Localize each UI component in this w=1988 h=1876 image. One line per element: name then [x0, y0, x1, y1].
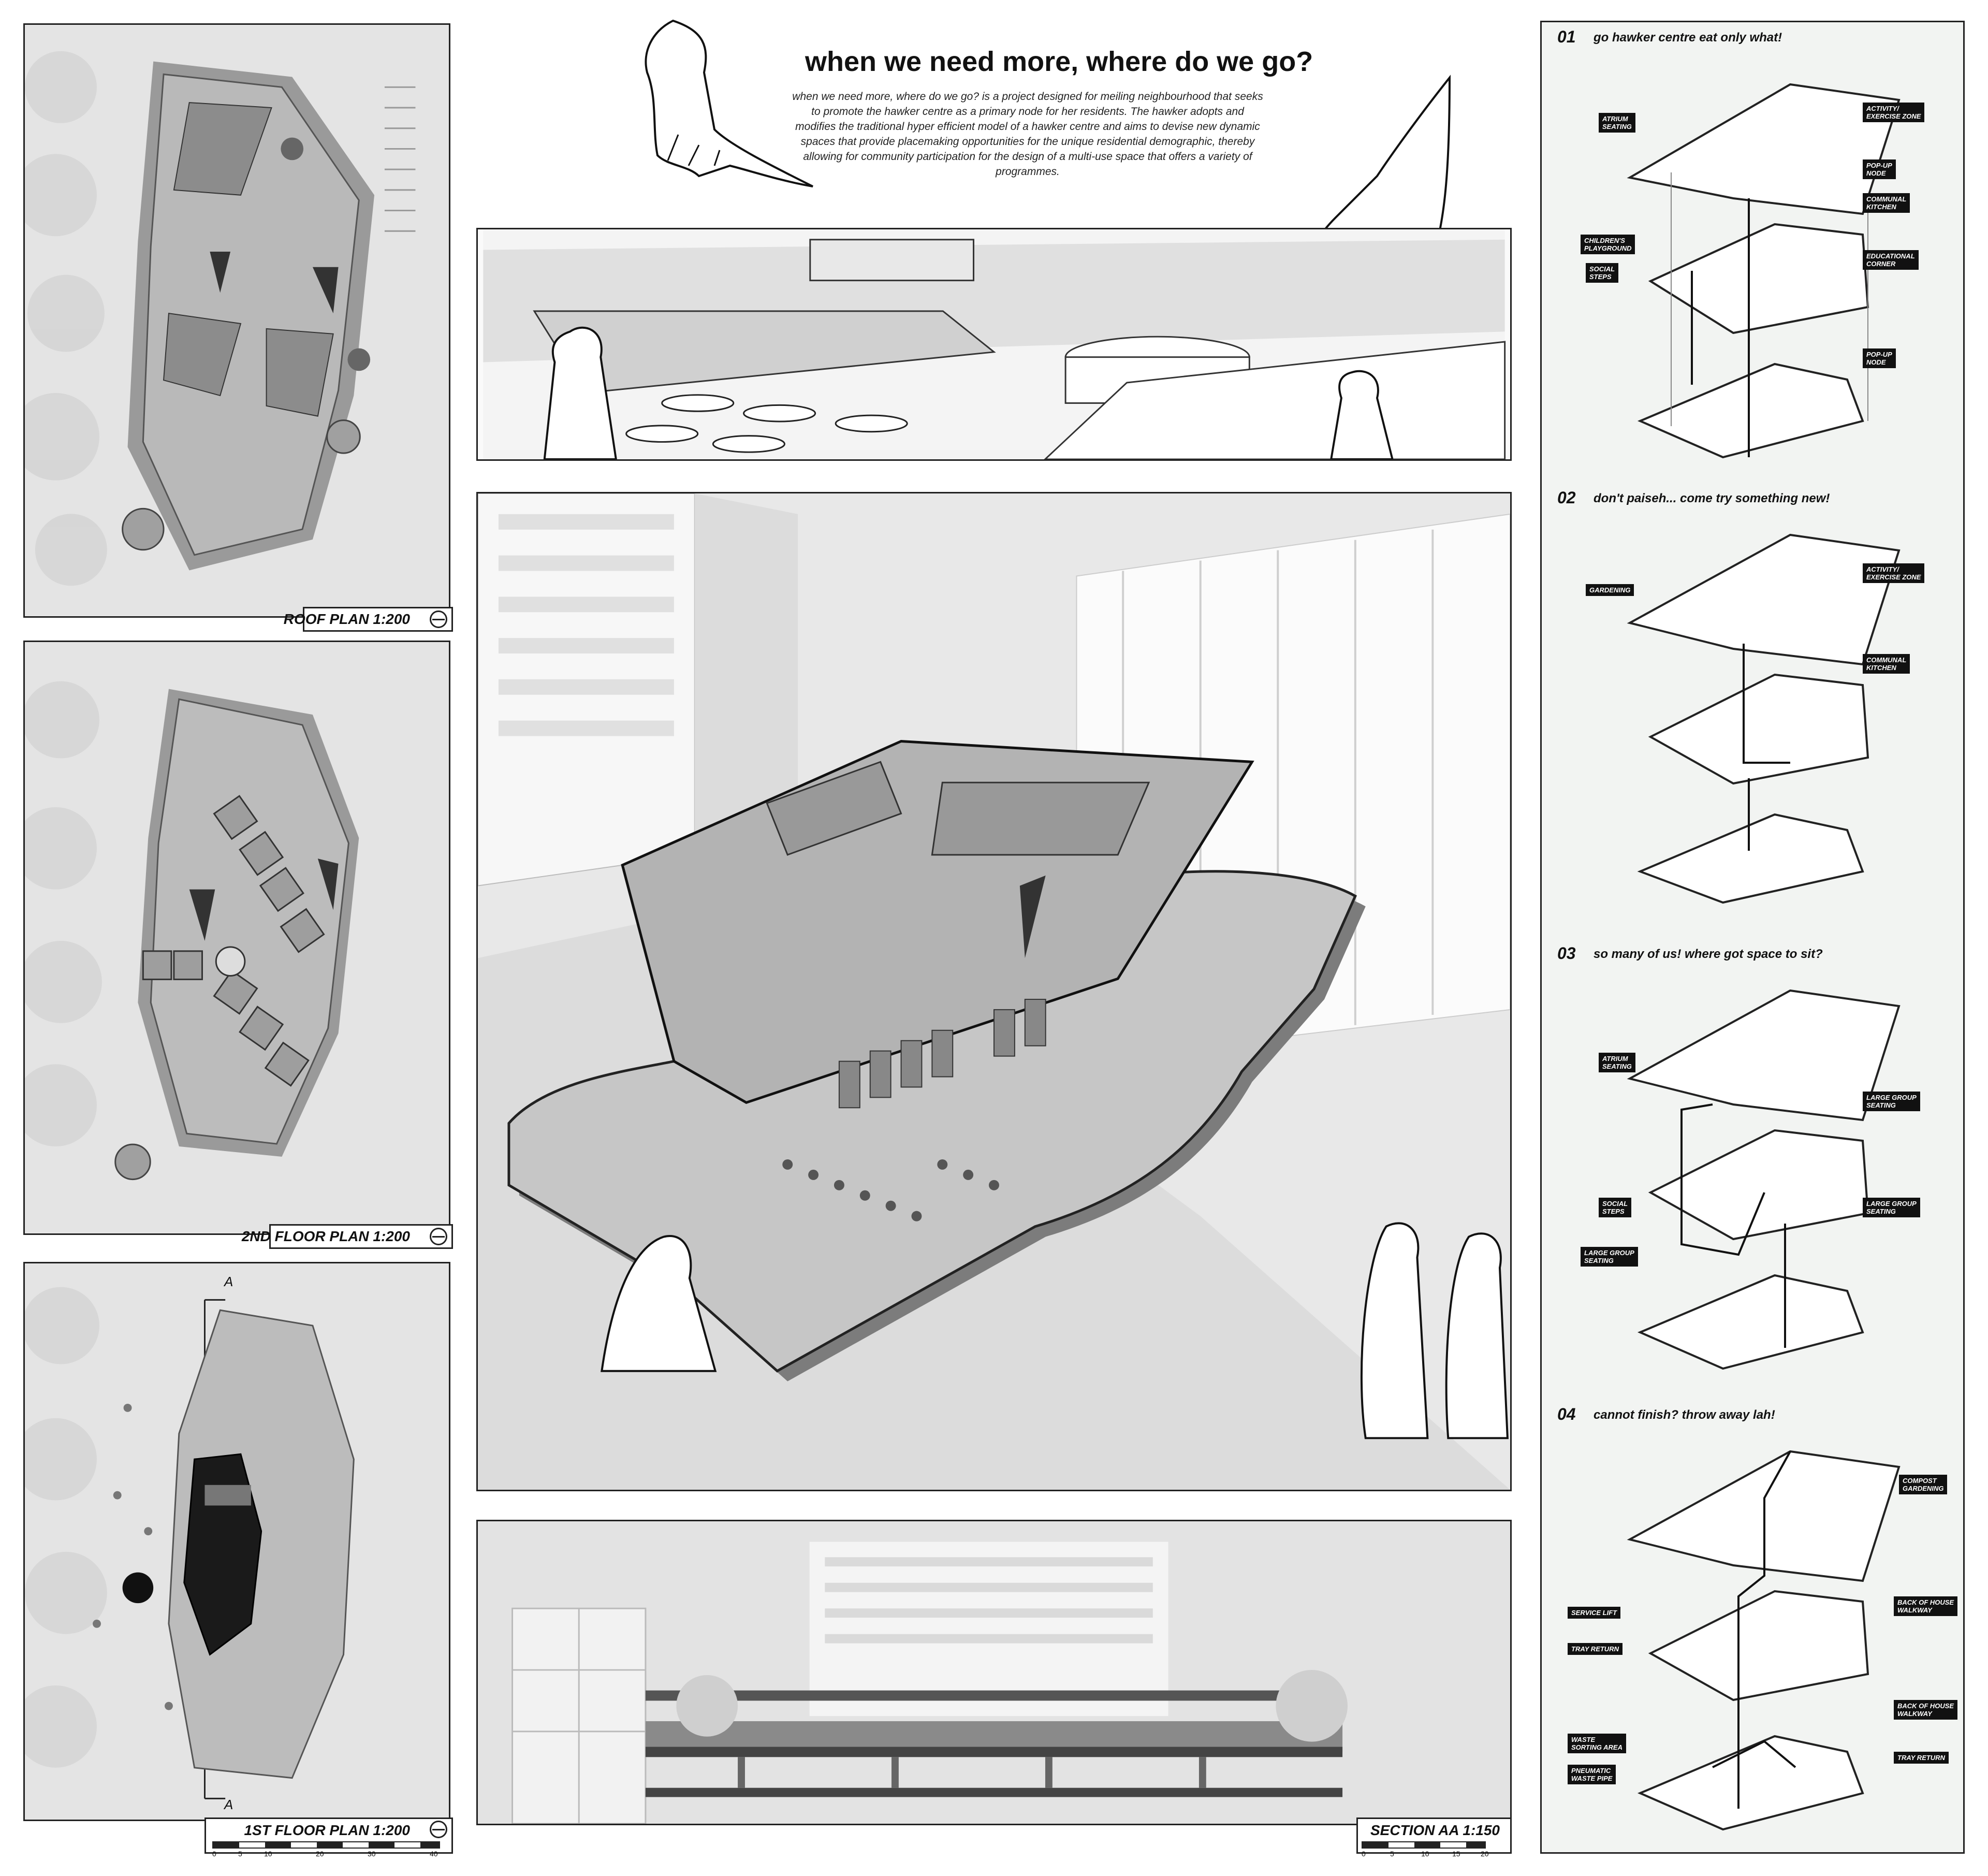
roof-plan-graphic: [25, 25, 449, 616]
perspective-graphic: [483, 229, 1506, 459]
north-arrow-icon: [430, 1821, 447, 1838]
scale-tick: 0: [212, 1850, 216, 1858]
scale-tick: 20: [1481, 1850, 1489, 1858]
tag-pop-up-node: POP-UP NODE: [1863, 348, 1896, 368]
first-floor-plan-graphic: [25, 1263, 449, 1820]
tag-social-steps: SOCIAL STEPS: [1599, 1198, 1632, 1217]
scale-tick: 10: [1421, 1850, 1429, 1858]
first-floor-scale-bar: [212, 1841, 440, 1849]
north-arrow-icon: [430, 1228, 447, 1245]
section-01-diagram: [1627, 83, 1901, 459]
section-02-number: 02: [1557, 488, 1576, 507]
scale-tick: 5: [1390, 1850, 1394, 1858]
tag-back-of-house-walkway: BACK OF HOUSE WALKWAY: [1894, 1700, 1958, 1720]
tag-childrens-playground: CHILDREN'S PLAYGROUND: [1581, 235, 1635, 254]
tag-large-group-seating: LARGE GROUP SEATING: [1863, 1092, 1920, 1111]
section-02-title: don't paiseh... come try something new!: [1594, 491, 1830, 505]
scale-tick: 0: [1362, 1850, 1366, 1858]
tag-activity-exercise-zone: ACTIVITY/ EXERCISE ZONE: [1863, 103, 1925, 122]
roof-plan-drawing: [23, 23, 450, 618]
section-title: SECTION AA 1:150: [1370, 1822, 1500, 1838]
tag-tray-return: TRAY RETURN: [1894, 1752, 1949, 1764]
tag-pneumatic-waste-pipe: PNEUMATIC WASTE PIPE: [1568, 1765, 1616, 1784]
tag-large-group-seating: LARGE GROUP SEATING: [1863, 1198, 1920, 1217]
section-04-diagram: [1627, 1450, 1901, 1831]
section-graphic: [481, 1521, 1507, 1824]
tag-compost-gardening: COMPOST GARDENING: [1899, 1475, 1948, 1494]
tag-gardening: GARDENING: [1586, 584, 1634, 596]
section-scale-ticks: 0 5 10 15 20: [1362, 1850, 1496, 1859]
tag-educational-corner: EDUCATIONAL CORNER: [1863, 250, 1919, 270]
section-03-diagram: [1627, 989, 1901, 1370]
programme-panel: 01 go hawker centre eat only what! ATRIU…: [1540, 21, 1965, 1854]
tag-activity-exercise-zone: ACTIVITY/ EXERCISE ZONE: [1863, 563, 1925, 583]
project-title: when we need more, where do we go?: [805, 46, 1313, 77]
tag-service-lift: SERVICE LIFT: [1568, 1607, 1621, 1619]
section-marker-top: A: [224, 1274, 233, 1289]
tag-pop-up-node: POP-UP NODE: [1863, 159, 1896, 179]
section-marker-bottom: A: [224, 1797, 233, 1812]
hand-left-sketch: [645, 19, 813, 187]
project-description: when we need more, where do we go? is a …: [792, 91, 1263, 178]
section-01-title: go hawker centre eat only what!: [1594, 31, 1782, 45]
section-02-diagram: [1627, 533, 1901, 904]
axonometric-drawing: [476, 492, 1512, 1491]
tag-communal-kitchen: COMMUNAL KITCHEN: [1863, 193, 1910, 213]
tag-tray-return: TRAY RETURN: [1568, 1643, 1622, 1655]
roof-plan-title: ROOF PLAN 1:200: [283, 611, 410, 627]
first-floor-plan-title: 1ST FLOOR PLAN 1:200: [244, 1822, 410, 1838]
scale-tick: 20: [316, 1850, 324, 1858]
axonometric-graphic: [478, 493, 1510, 1490]
tag-communal-kitchen: COMMUNAL KITCHEN: [1863, 654, 1910, 674]
section-scale-bar: [1362, 1841, 1486, 1849]
scale-tick: 5: [238, 1850, 242, 1858]
section-03-number: 03: [1557, 944, 1576, 963]
second-floor-plan-graphic: [25, 643, 449, 1233]
roof-plan-label: ROOF PLAN 1:200: [284, 607, 453, 632]
tag-back-of-house-walkway: BACK OF HOUSE WALKWAY: [1894, 1596, 1958, 1616]
second-floor-plan-label: 2ND FLOOR PLAN 1:200: [242, 1224, 453, 1249]
scale-tick: 10: [264, 1850, 272, 1858]
second-floor-plan-drawing: [23, 641, 450, 1235]
tag-waste-sorting-area: WASTE SORTING AREA: [1568, 1734, 1626, 1753]
second-floor-plan-title: 2ND FLOOR PLAN 1:200: [241, 1228, 410, 1244]
section-03-title: so many of us! where got space to sit?: [1594, 947, 1823, 961]
section-01-number: 01: [1557, 27, 1576, 46]
tag-atrium-seating: ATRIUM SEATING: [1599, 1053, 1635, 1072]
scale-tick: 40: [430, 1850, 438, 1858]
tag-large-group-seating: LARGE GROUP SEATING: [1581, 1247, 1638, 1267]
perspective-sketch: [476, 228, 1512, 461]
section-04-title: cannot finish? throw away lah!: [1594, 1408, 1775, 1422]
tag-social-steps: SOCIAL STEPS: [1586, 263, 1619, 283]
first-floor-scale-ticks: 0 5 10 20 30 40: [212, 1850, 440, 1859]
north-arrow-icon: [430, 610, 447, 628]
tag-atrium-seating: ATRIUM SEATING: [1599, 113, 1635, 133]
first-floor-plan-drawing: A A: [23, 1262, 450, 1821]
scale-tick: 15: [1452, 1850, 1460, 1858]
scale-tick: 30: [368, 1850, 376, 1858]
section-04-number: 04: [1557, 1405, 1576, 1423]
section-drawing: [476, 1520, 1512, 1825]
